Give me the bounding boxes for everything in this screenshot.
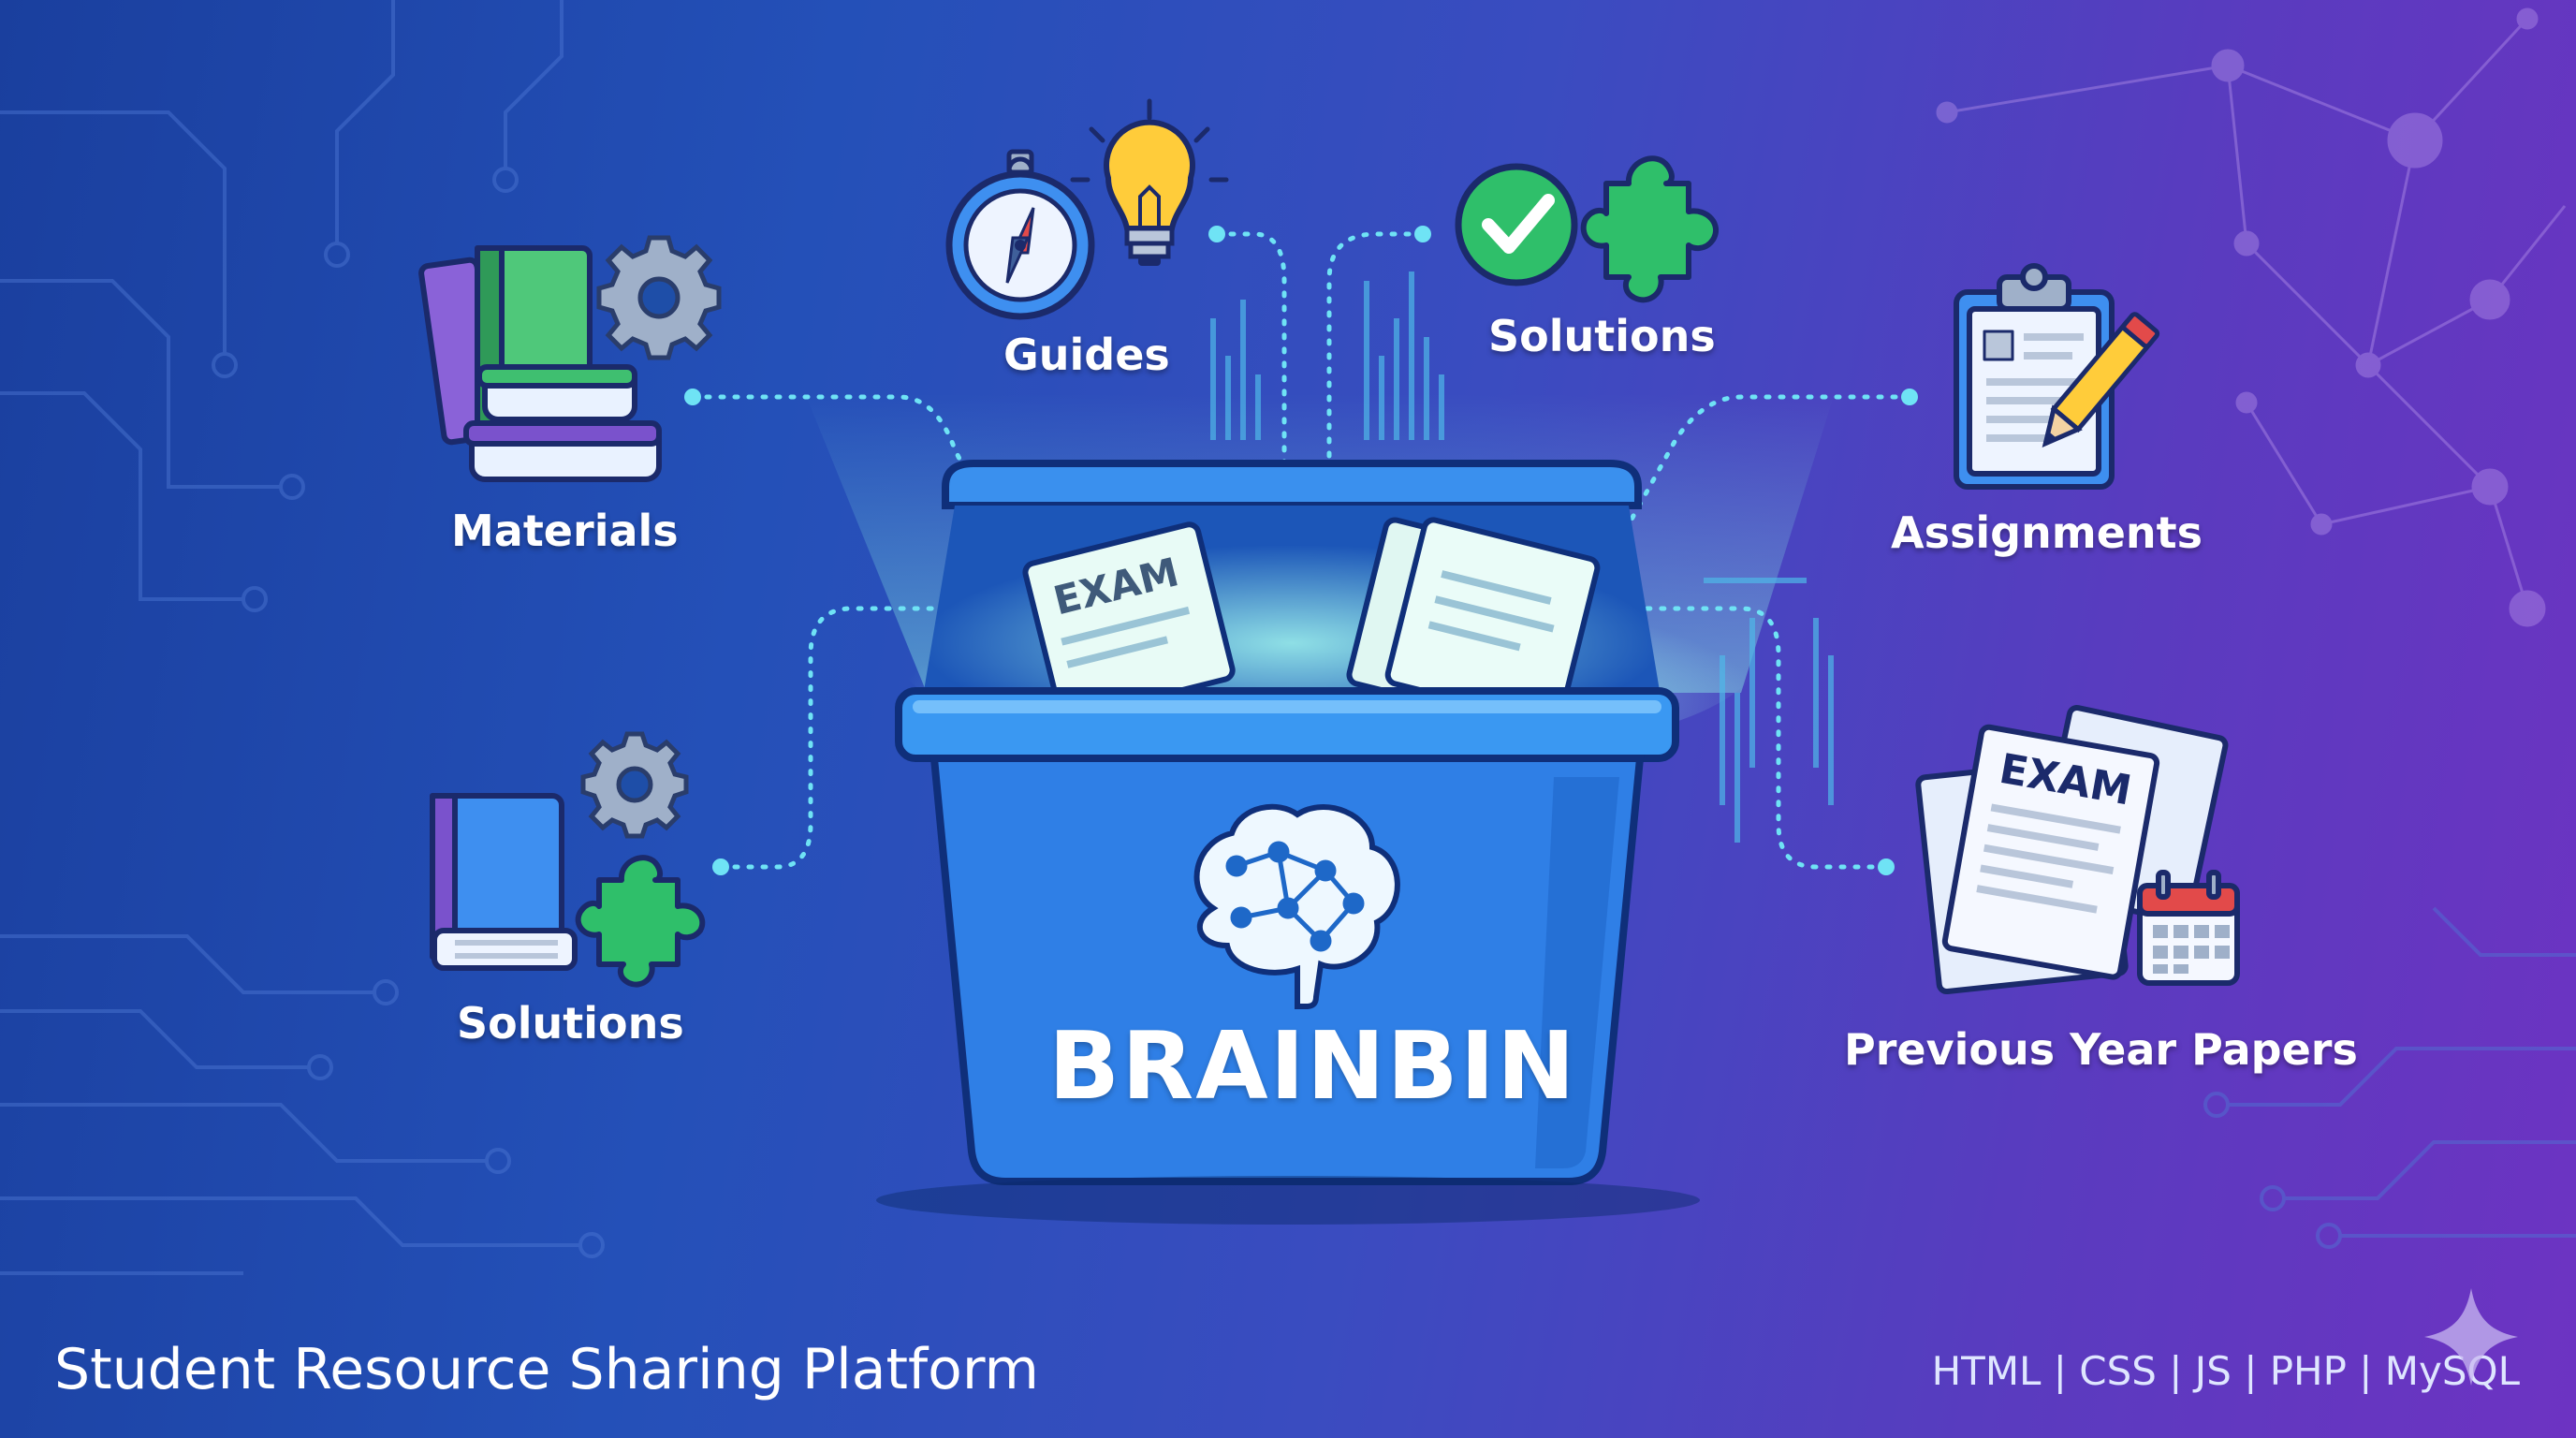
guides-label: Guides [1003, 330, 1170, 380]
solutions-left-label: Solutions [457, 998, 684, 1049]
bin-exam-paper: EXAM [1022, 521, 1236, 721]
solutions-top-label: Solutions [1488, 311, 1716, 361]
tagline: Student Resource Sharing Platform [54, 1337, 1039, 1402]
previous-year-papers-label: Previous Year Papers [1844, 1024, 2358, 1075]
tech-stack: HTML | CSS | JS | PHP | MySQL [1931, 1348, 2520, 1394]
assignments-label: Assignments [1891, 507, 2203, 558]
materials-label: Materials [451, 506, 679, 556]
brain-icon [1193, 803, 1400, 1009]
brand-title: BRAINBIN [1048, 1011, 1577, 1121]
